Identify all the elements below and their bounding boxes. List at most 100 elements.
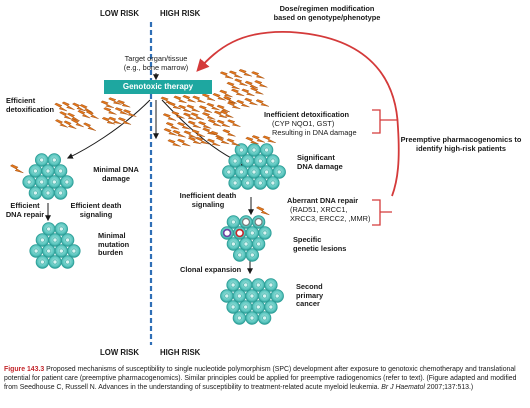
right-top-cell [234,165,249,179]
lightning-bolt-icon [195,136,209,145]
lightning-bolt-icon [114,107,129,115]
lightning-bolt-icon [9,164,24,174]
lightning-bolt-icon [223,96,237,104]
lightning-bolt-icon [219,110,234,118]
lightning-bolt-icon [183,130,197,138]
lightning-bolt-icon [251,71,265,79]
lightning-bolt-icon [227,119,241,127]
right-top-cell [259,143,274,157]
left-bottom-cell [42,244,56,258]
lightning-bolt-icon [117,117,132,125]
right-bottom-cell [232,289,247,303]
right-middle-cell [245,248,260,262]
right-top-cell [240,154,255,168]
lightning-bolt-icon [186,104,200,112]
lightning-bolt-icon [103,107,117,115]
lightning-bolt-icon [206,138,221,147]
high-risk-label-bottom: HIGH RISK [160,348,201,357]
lightning-bolt-icon [66,112,80,122]
left-top-cell [41,164,55,178]
lightning-bolt-icon [54,102,68,112]
lightning-bolt-icon [216,119,231,128]
lightning-bolt-icon [63,120,77,129]
bolt-clusters [9,69,276,216]
aberrant-repair-label: Aberrant DNA repair [287,196,359,205]
lightning-bolt-icon [215,136,230,145]
lightning-bolt-icon [198,105,213,113]
right-top-cell [266,176,280,190]
lightning-bolt-icon [187,120,202,129]
efficient-dna-repair-label: Efficient DNA repair [5,201,45,219]
lightning-bolt-icon [251,135,266,143]
high-risk-label-top: HIGH RISK [160,9,201,18]
left-bottom-cell [35,255,50,269]
lightning-bolt-icon [177,104,192,113]
lightning-bolt-icon [236,99,250,108]
right-bottom-cell [245,289,259,303]
right-middle-cell [239,215,253,229]
right-top-cell [266,154,280,168]
caption-citation: 2007;137:513.) [426,383,474,391]
right-middle-cell [226,215,241,229]
right-middle-cell [251,215,266,229]
lightning-bolt-icon [165,122,180,130]
left-top-cell [47,175,62,189]
cell-clusters [22,143,286,325]
right-top-cell [247,165,261,179]
caption-text: Proposed mechanisms of susceptibility to… [4,366,517,391]
detox-genes-label: (CYP NQO1, GST) [272,119,335,128]
lightning-bolt-icon [101,117,116,125]
lightning-bolt-icon [176,138,191,147]
left-top-cell [41,186,55,200]
lightning-bolt-icon [171,111,185,119]
lightning-bolt-icon [262,135,276,143]
lightning-bolt-icon [85,110,99,119]
efficient-detox-label: Efficient detoxification [6,96,55,114]
right-bottom-cell [245,311,259,325]
lightning-bolt-icon [210,130,224,139]
lightning-bolt-icon [201,93,216,101]
lightning-bolt-icon [219,89,233,98]
lightning-bolt-icon [173,95,187,104]
significant-damage-label: Significant DNA damage [297,153,343,171]
lightning-bolt-icon [207,119,222,127]
arrow-left-branch [66,99,151,159]
lightning-bolt-icon [190,112,204,120]
left-bottom-cell [48,255,62,269]
right-top-cell [228,154,242,168]
right-bottom-cell [257,311,272,325]
lightning-bolt-icon [70,118,84,128]
left-bottom-cell [42,222,56,236]
lightning-bolt-icon [108,97,122,105]
bracket-detox [372,109,398,134]
lightning-bolt-icon [219,71,234,79]
lightning-bolt-icon [162,113,177,121]
lightning-bolt-icon [228,70,243,78]
lightning-bolt-icon [255,99,270,107]
right-middle-cell [232,226,247,240]
low-risk-label-bottom: LOW RISK [100,348,139,357]
left-top-cell [35,175,49,189]
right-top-cell [253,154,267,168]
target-line-2: (e.g., bone marrow) [123,63,189,72]
repair-genes-label-2: XRCC3, ERCC2, ,MMR) [290,214,371,223]
left-bottom-cell [35,233,50,247]
lightning-bolt-icon [226,101,241,110]
efficient-death-label: Efficient death signaling [70,201,122,219]
second-cancer-label: Second primary cancer [296,282,324,309]
lightning-bolt-icon [212,93,226,101]
lightning-bolt-icon [108,116,122,125]
right-bottom-cell [270,289,284,303]
left-top-cell [53,186,68,200]
clonal-expansion-label: Clonal expansion [180,265,242,274]
lightning-bolt-icon [83,122,96,131]
left-bottom-cell [60,233,75,247]
right-bottom-cell [238,278,253,292]
preemptive-label: Preemptive pharmacogenomics to identify … [400,135,522,153]
inefficient-death-label: Inefficient death signaling [179,191,237,209]
left-bottom-cell [60,255,75,269]
lightning-bolt-icon [234,78,248,86]
lightning-bolt-icon [163,128,177,136]
left-top-cell [53,164,68,178]
